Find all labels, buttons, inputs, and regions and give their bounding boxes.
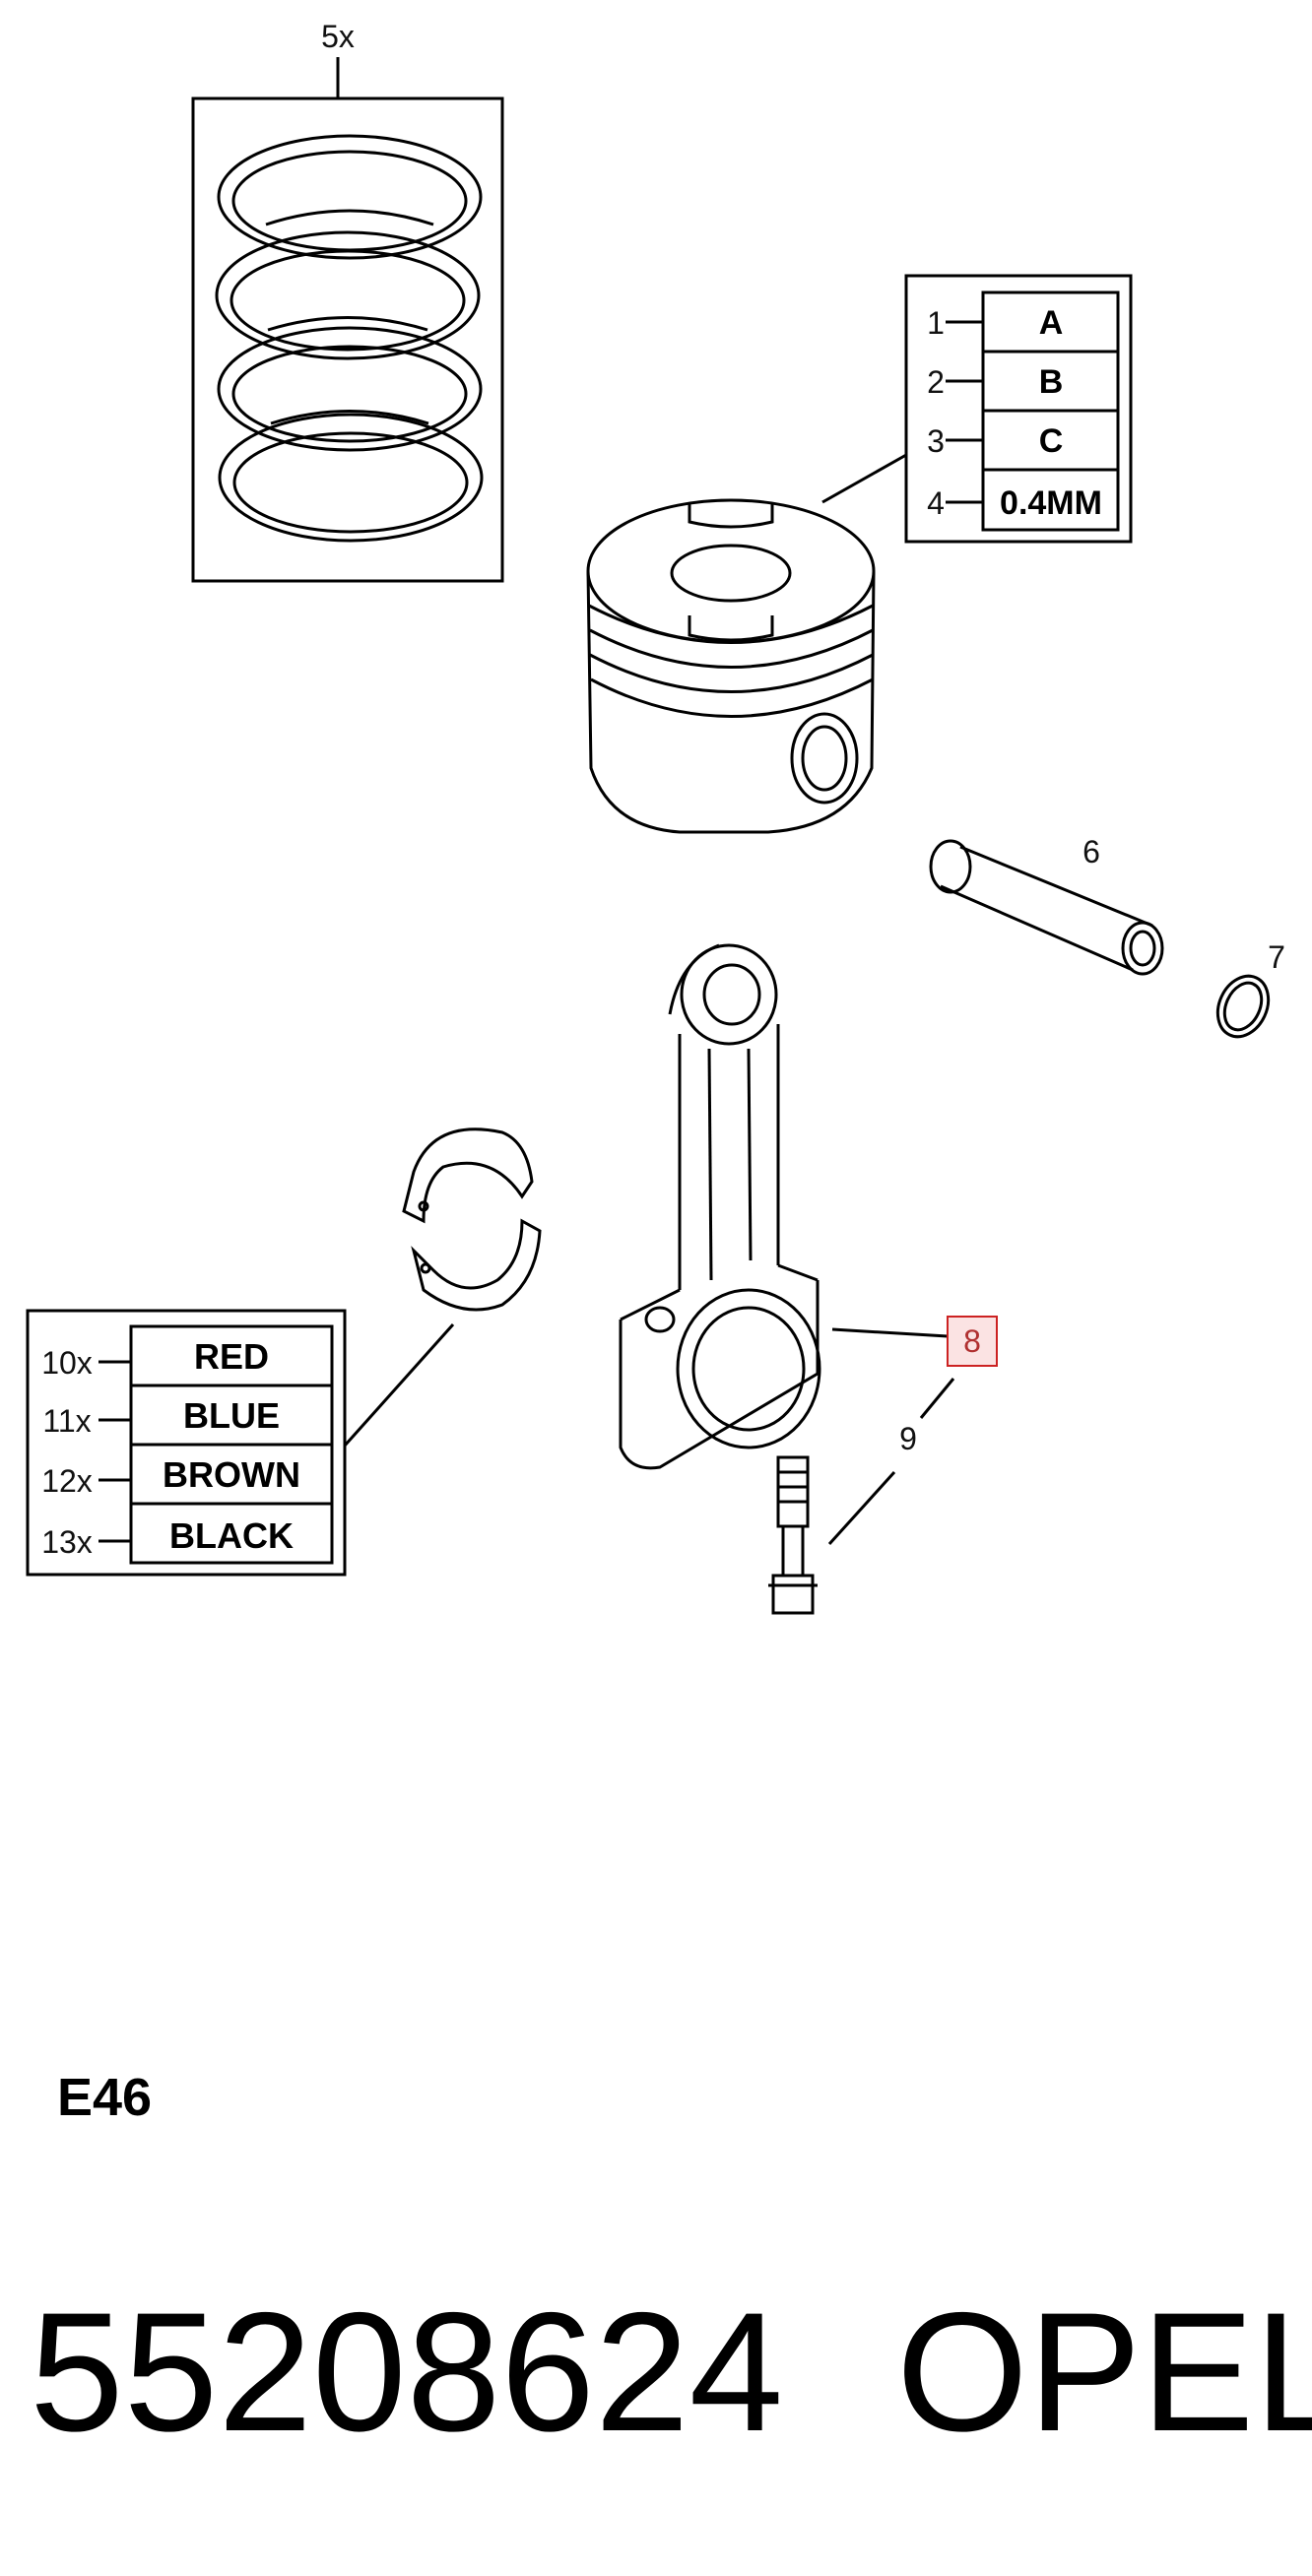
part-label-pin: 6 bbox=[1082, 834, 1100, 869]
brand-name: OPEL bbox=[896, 2278, 1312, 2467]
bearing-color-table: 10x 11x 12x 13x RED BLUE BROWN BLACK bbox=[26, 1309, 347, 1577]
piston-size-index: 2 bbox=[927, 364, 945, 400]
bearing-color-frame bbox=[26, 1309, 347, 1577]
bearing-color: RED bbox=[194, 1336, 269, 1377]
piston-size-code: C bbox=[1039, 422, 1064, 460]
piston-size-index: 1 bbox=[927, 305, 945, 341]
bearing-shells-drawing bbox=[402, 1127, 542, 1312]
part-number: 55208624 bbox=[30, 2278, 783, 2467]
bearing-qty: 12x bbox=[41, 1463, 93, 1499]
rings-frame bbox=[191, 97, 504, 583]
rod-bolt-drawing bbox=[768, 1455, 818, 1615]
piston-ring-drawing bbox=[215, 134, 484, 543]
part-label-bolt: 9 bbox=[899, 1421, 917, 1456]
piston-rings-group: 5x bbox=[191, 19, 504, 583]
part-callout-rod[interactable] bbox=[947, 1316, 998, 1367]
bearing-qty: 13x bbox=[41, 1524, 93, 1560]
diagram-code: E46 bbox=[57, 2068, 152, 2127]
connecting-rod-drawing bbox=[619, 943, 821, 1470]
bearing-color: BROWN bbox=[163, 1454, 300, 1495]
bearing-qty: 11x bbox=[42, 1403, 91, 1439]
piston-size-table: 1 2 3 4 A B C 0.4MM bbox=[821, 274, 1133, 544]
piston-size-frame bbox=[904, 274, 1133, 544]
bearing-qty: 10x bbox=[41, 1345, 93, 1381]
bearing-color: BLACK bbox=[169, 1515, 294, 1556]
piston-drawing bbox=[586, 498, 876, 834]
piston-size-code: B bbox=[1039, 363, 1064, 401]
circlip-drawing bbox=[1215, 974, 1271, 1039]
bearing-color: BLUE bbox=[183, 1395, 280, 1436]
piston-pin-drawing bbox=[929, 839, 1164, 976]
part-label-circlip: 7 bbox=[1268, 939, 1285, 975]
piston-size-code: 0.4MM bbox=[1000, 484, 1102, 522]
part-label-rod: 8 bbox=[963, 1323, 981, 1359]
piston-size-index: 3 bbox=[927, 423, 945, 459]
rings-qty-label: 5x bbox=[321, 19, 355, 54]
piston-size-code: A bbox=[1039, 304, 1064, 342]
piston-size-index: 4 bbox=[927, 485, 945, 521]
